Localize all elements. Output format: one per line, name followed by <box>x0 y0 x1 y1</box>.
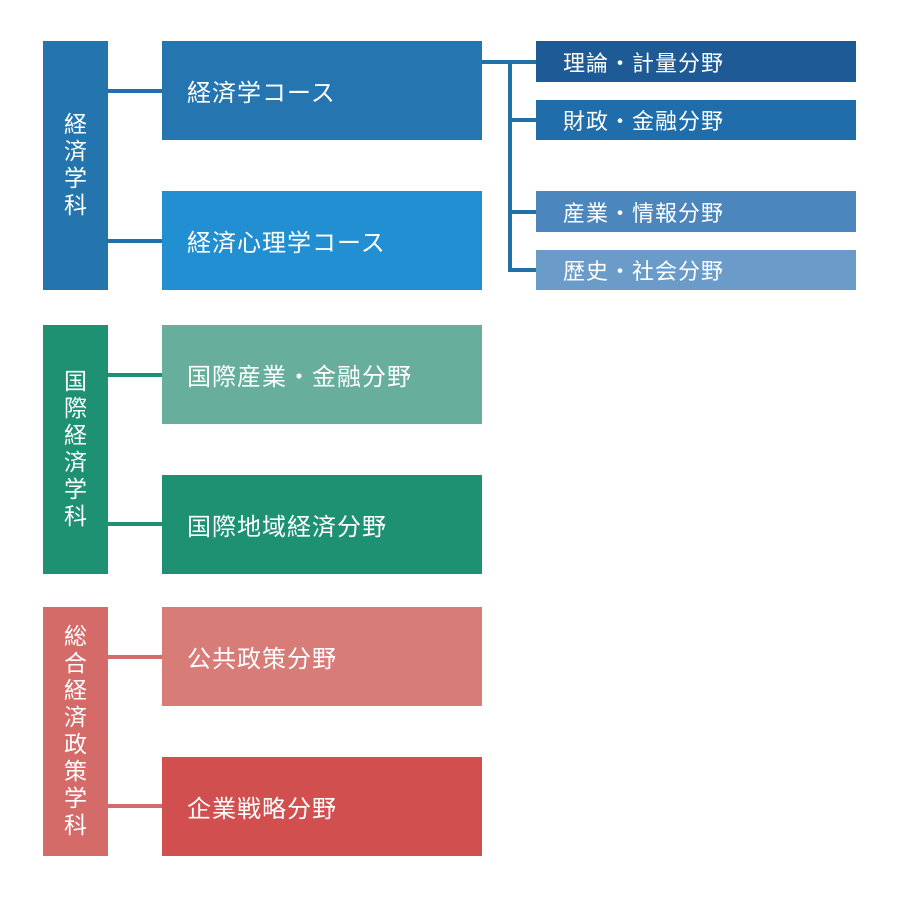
department-international-economics: 国際経済学科 <box>43 325 108 574</box>
connector-line <box>108 655 162 659</box>
course-public-policy: 公共政策分野 <box>162 607 482 706</box>
field-label: 理論・計量分野 <box>563 51 725 77</box>
connector-line <box>508 60 536 64</box>
department-label: 総合経済政策学科 <box>64 623 87 839</box>
department-label: 国際経済学科 <box>64 368 87 530</box>
course-economic-psychology: 経済心理学コース <box>162 191 482 290</box>
connector-line <box>108 89 162 93</box>
course-label: 経済心理学コース <box>187 229 386 257</box>
course-label: 国際地域経済分野 <box>187 513 387 541</box>
field-label: 産業・情報分野 <box>563 201 725 227</box>
connector-line <box>108 239 162 243</box>
field-public-finance: 財政・金融分野 <box>536 100 856 140</box>
connector-line <box>508 118 536 122</box>
course-economics: 経済学コース <box>162 41 482 140</box>
department-label: 経済学科 <box>64 111 87 219</box>
connector-line <box>108 373 162 377</box>
course-label: 公共政策分野 <box>187 645 337 673</box>
course-label: 経済学コース <box>187 79 336 107</box>
field-label: 歴史・社会分野 <box>563 260 725 285</box>
course-international-industry-finance: 国際産業・金融分野 <box>162 325 482 424</box>
course-label: 国際産業・金融分野 <box>187 363 412 391</box>
course-international-regional-economics: 国際地域経済分野 <box>162 475 482 574</box>
field-theory-econometrics: 理論・計量分野 <box>536 41 856 82</box>
field-industry-information: 産業・情報分野 <box>536 191 856 232</box>
connector-line <box>108 522 162 526</box>
department-policy-studies: 総合経済政策学科 <box>43 607 108 856</box>
department-economics: 経済学科 <box>43 41 108 290</box>
field-label: 財政・金融分野 <box>563 110 725 135</box>
connector-line <box>508 60 512 272</box>
connector-line <box>108 804 162 808</box>
course-label: 企業戦略分野 <box>187 795 337 823</box>
connector-line <box>482 60 510 64</box>
course-corporate-strategy: 企業戦略分野 <box>162 757 482 856</box>
connector-line <box>508 268 536 272</box>
field-history-society: 歴史・社会分野 <box>536 250 856 290</box>
connector-line <box>508 210 536 214</box>
